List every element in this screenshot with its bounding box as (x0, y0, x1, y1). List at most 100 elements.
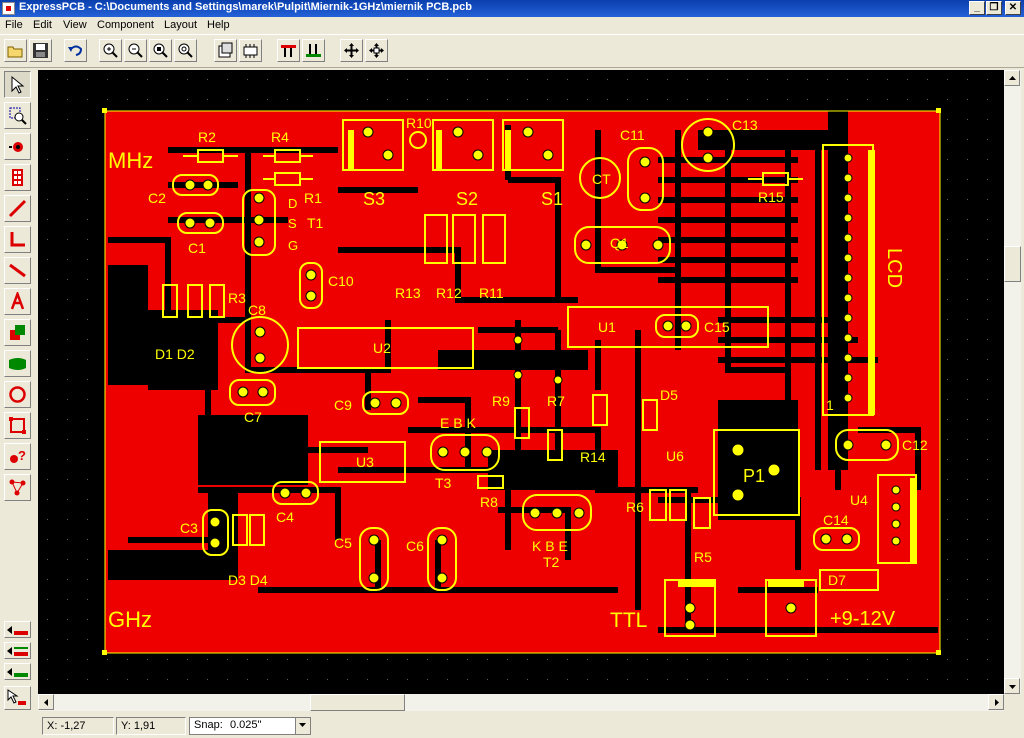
rectangle-tool[interactable] (4, 412, 31, 439)
traces-bottom-button[interactable] (302, 39, 325, 62)
move-icon (344, 43, 359, 58)
undo-button[interactable] (64, 39, 87, 62)
component-button[interactable] (239, 39, 262, 62)
snap-select[interactable]: Snap: 0.025" (189, 717, 311, 735)
zoom-out-button[interactable] (124, 39, 147, 62)
zoom-window-button[interactable] (149, 39, 172, 62)
menu-layout[interactable]: Layout (164, 19, 198, 31)
label-r11: R11 (479, 285, 504, 301)
silkscreen-outlines (162, 118, 917, 637)
label-s3: S3 (363, 189, 385, 209)
horizontal-scroll-thumb[interactable] (310, 694, 405, 711)
layer-select-button[interactable] (4, 686, 31, 710)
rotate-button[interactable] (365, 39, 388, 62)
label-s2: S2 (456, 189, 478, 209)
y-coordinate: Y: 1,91 (116, 717, 186, 735)
pad-tool[interactable] (4, 133, 31, 160)
scroll-down-button[interactable] (1004, 678, 1020, 694)
menu-component[interactable]: Component (97, 19, 154, 31)
arrow-up-icon (1009, 76, 1016, 80)
properties-button[interactable] (214, 39, 237, 62)
layer-top-button[interactable] (4, 621, 31, 638)
ratsnest-tool[interactable] (4, 474, 31, 501)
label-r12: R12 (436, 285, 462, 301)
label-kbe: K B E (532, 538, 568, 554)
chevron-down-icon (299, 723, 306, 727)
query-tool[interactable]: ? (4, 443, 31, 470)
zoom-window-icon (153, 43, 168, 58)
label-ct: CT (592, 171, 611, 187)
menu-edit[interactable]: Edit (33, 19, 52, 31)
label-c4: C4 (276, 509, 294, 525)
outline-handles (102, 108, 941, 655)
label-c10: C10 (328, 273, 354, 289)
label-ghz: GHz (108, 607, 152, 632)
status-bar: X: -1,27 Y: 1,91 Snap: 0.025" (0, 714, 1024, 738)
move-button[interactable] (340, 39, 363, 62)
window-title: ExpressPCB - C:\Documents and Settings\m… (19, 1, 472, 13)
app-icon[interactable] (2, 2, 15, 15)
scroll-left-button[interactable] (38, 694, 54, 710)
zoom-in-button[interactable] (99, 39, 122, 62)
label-r3: R3 (228, 290, 246, 306)
corner-tool[interactable] (4, 226, 31, 253)
label-s: S (288, 216, 297, 231)
menu-bar: File Edit View Component Layout Help (0, 17, 1024, 34)
component-icon (243, 44, 258, 58)
label-ebk: E B K (440, 415, 476, 431)
net-icon (9, 358, 26, 370)
label-r7: R7 (547, 393, 565, 409)
minimize-button[interactable]: _ (969, 1, 985, 15)
label-t3: T3 (435, 475, 452, 491)
properties-icon (218, 42, 233, 58)
circle-tool[interactable] (4, 381, 31, 408)
zoom-in-icon (103, 43, 118, 58)
layer-swap-tool[interactable] (4, 319, 31, 346)
silk-labels: MHz GHz TTL +9-12V LCD R2 R4 R1 R10 C11 … (108, 115, 928, 632)
menu-help[interactable]: Help (207, 19, 230, 31)
pcb-board[interactable]: MHz GHz TTL +9-12V LCD R2 R4 R1 R10 C11 … (38, 70, 1004, 694)
close-button[interactable]: ✕ (1005, 1, 1021, 15)
layer-bottom-button[interactable] (4, 642, 31, 659)
component-tool[interactable] (4, 164, 31, 191)
layer-silk-icon (7, 668, 28, 677)
line-tool[interactable] (4, 257, 31, 284)
scroll-up-button[interactable] (1004, 70, 1020, 86)
zoom-fit-icon (178, 43, 193, 58)
rotate-icon (369, 43, 384, 58)
trace-tool[interactable] (4, 195, 31, 222)
tool-palette: ? (0, 68, 37, 718)
zoom-fit-button[interactable] (174, 39, 197, 62)
vertical-scroll-thumb[interactable] (1004, 246, 1021, 282)
traces-bottom-icon (306, 44, 321, 57)
horizontal-scrollbar[interactable] (38, 694, 1004, 711)
zoom-box-icon (9, 107, 27, 125)
label-ttl: TTL (610, 609, 647, 632)
pcb-canvas[interactable]: MHz GHz TTL +9-12V LCD R2 R4 R1 R10 C11 … (38, 70, 1004, 694)
menu-file[interactable]: File (5, 19, 23, 31)
layer-silk-button[interactable] (4, 663, 31, 680)
corner-icon (10, 232, 25, 247)
label-u3: U3 (356, 454, 374, 470)
traces-top-button[interactable] (277, 39, 300, 62)
net-tool[interactable] (4, 350, 31, 377)
save-button[interactable] (29, 39, 52, 62)
zoom-box-tool[interactable] (4, 102, 31, 129)
text-tool[interactable] (4, 288, 31, 315)
snap-dropdown-button[interactable] (295, 718, 310, 734)
scroll-right-button[interactable] (988, 694, 1004, 710)
open-button[interactable] (4, 39, 27, 62)
restore-button[interactable]: ❐ (986, 1, 1002, 15)
label-pin1: 1 (826, 397, 834, 413)
menu-view[interactable]: View (63, 19, 87, 31)
label-d5: D5 (660, 387, 678, 403)
pointer-tool[interactable] (4, 71, 31, 98)
layer-top-icon (7, 626, 28, 635)
label-r14: R14 (580, 449, 606, 465)
line-icon (9, 263, 26, 278)
label-mhz: MHz (108, 148, 153, 173)
text-icon (10, 292, 25, 310)
label-s1: S1 (541, 189, 563, 209)
vertical-scrollbar[interactable] (1004, 70, 1021, 694)
clearance-regions (108, 110, 848, 580)
